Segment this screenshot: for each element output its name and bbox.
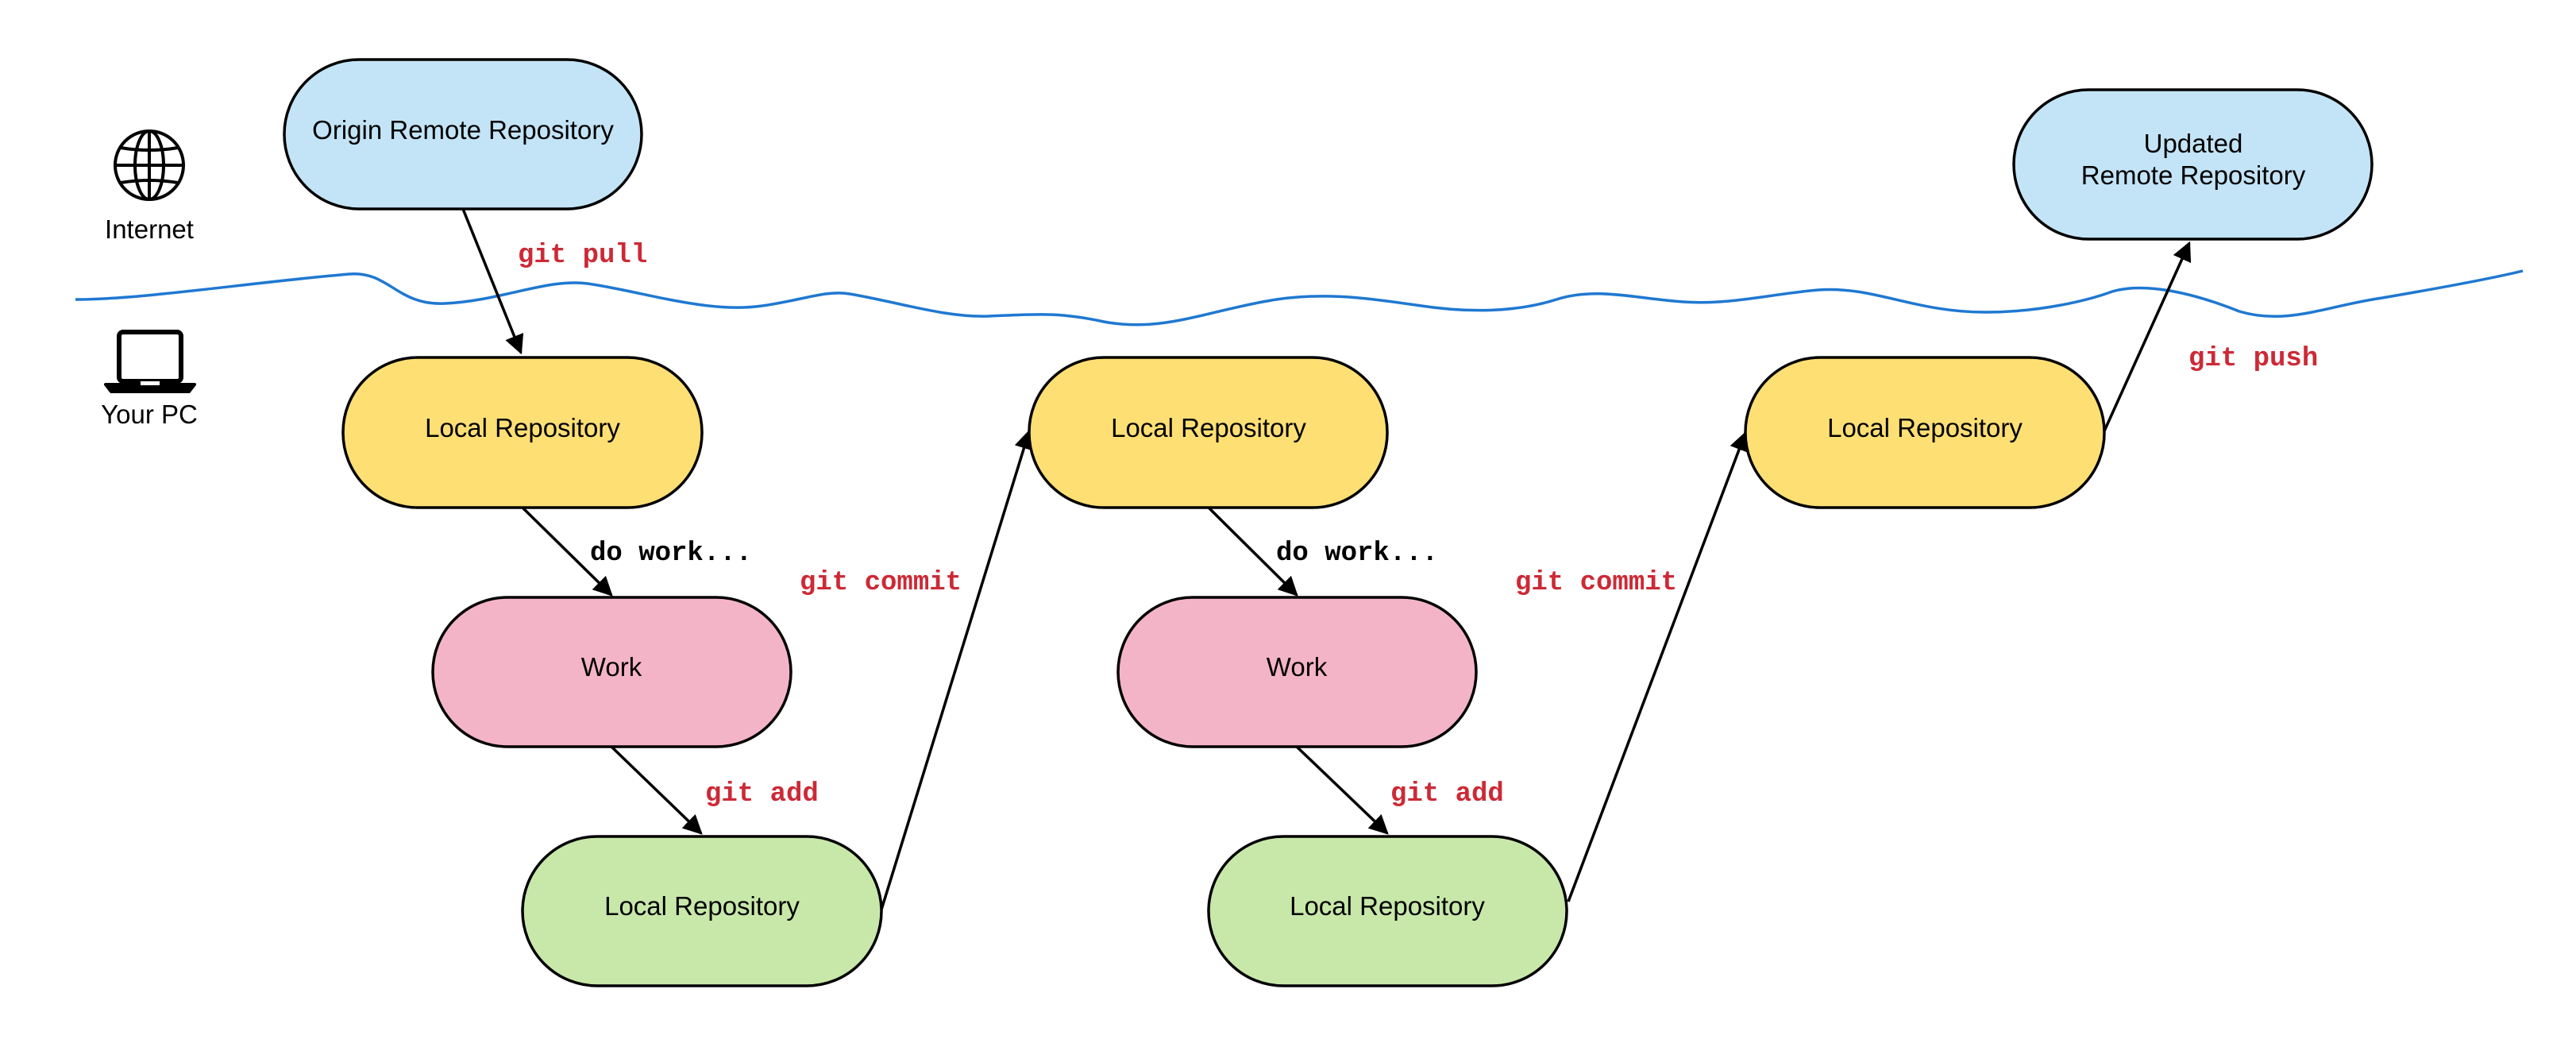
local-repository-staged-node-2: Local Repository bbox=[1207, 835, 1568, 987]
local-repository-node-3: Local Repository bbox=[1744, 356, 2106, 509]
local-repository-node-2: Local Repository bbox=[1028, 356, 1389, 509]
local-repository-label-1: Local Repository bbox=[425, 413, 620, 442]
work-label-1: Work bbox=[581, 652, 642, 682]
globe-icon bbox=[114, 129, 185, 201]
do-work-label-2: do work... bbox=[1276, 539, 1438, 569]
work-node-2: Work bbox=[1116, 596, 1478, 748]
local-repository-label-3: Local Repository bbox=[1827, 413, 2023, 442]
git-push-label: git push bbox=[2188, 344, 2318, 374]
git-add-label-1: git add bbox=[705, 779, 819, 809]
arrow-git-commit-1 bbox=[880, 429, 1034, 910]
updated-remote-repository-label-line2: Remote Repository bbox=[2081, 160, 2306, 190]
work-node-1: Work bbox=[431, 596, 792, 748]
arrow-git-pull bbox=[461, 208, 524, 355]
work-label-2: Work bbox=[1267, 652, 1328, 682]
arrow-git-push bbox=[2101, 241, 2192, 435]
do-work-label-1: do work... bbox=[590, 539, 752, 569]
local-repository-staged-label-2: Local Repository bbox=[1290, 891, 1485, 921]
local-repository-staged-label-1: Local Repository bbox=[604, 891, 800, 921]
laptop-icon bbox=[104, 330, 196, 393]
arrow-do-work-2 bbox=[1207, 506, 1298, 597]
git-commit-label-1: git commit bbox=[800, 568, 962, 598]
origin-remote-repository-node: Origin Remote Repository bbox=[283, 58, 643, 211]
internet-label: Internet bbox=[105, 214, 194, 244]
local-repository-staged-node-1: Local Repository bbox=[521, 835, 883, 987]
updated-remote-repository-node: Updated Remote Repository bbox=[2012, 88, 2374, 241]
git-add-label-2: git add bbox=[1390, 779, 1504, 809]
local-repository-label-2: Local Repository bbox=[1111, 413, 1306, 442]
git-pull-label: git pull bbox=[518, 241, 647, 271]
git-commit-label-2: git commit bbox=[1515, 568, 1677, 598]
internet-boundary-line bbox=[75, 269, 2524, 326]
arrow-git-commit-2 bbox=[1567, 431, 1749, 902]
arrow-git-add-1 bbox=[610, 745, 703, 835]
arrow-do-work-1 bbox=[521, 506, 613, 597]
origin-remote-repository-label: Origin Remote Repository bbox=[312, 115, 614, 145]
your-pc-label: Your PC bbox=[101, 400, 198, 429]
local-repository-node-1: Local Repository bbox=[341, 356, 704, 509]
arrow-git-add-2 bbox=[1295, 745, 1389, 835]
updated-remote-repository-label-line1: Updated bbox=[2144, 129, 2243, 158]
